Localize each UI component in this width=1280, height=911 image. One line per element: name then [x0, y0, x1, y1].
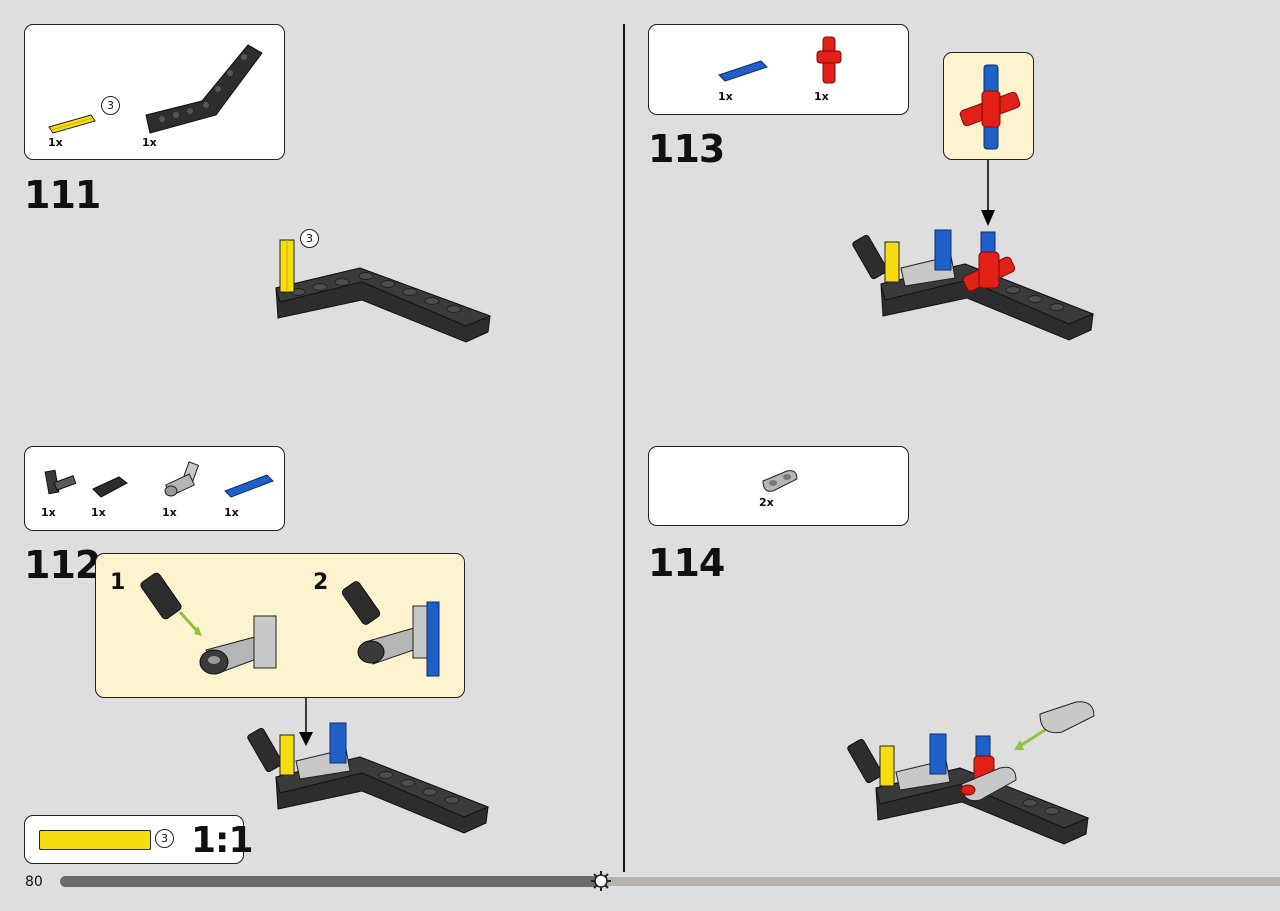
gear-icon [591, 871, 611, 891]
step-number: 111 [24, 173, 101, 217]
substep-2-illustration [341, 581, 440, 677]
progress-bar-remaining [600, 877, 1280, 886]
substep-label: 2 [313, 570, 329, 595]
step-112-subassembly-callout: 1 2 [95, 553, 465, 698]
page-divider [623, 24, 625, 872]
yellow-axle-actual-size [39, 830, 151, 850]
part-qty: 2x [759, 496, 774, 509]
black-pin-connector-icon [92, 476, 128, 498]
step-111-parts-box: 3 1x 1x [24, 24, 285, 160]
yellow-axle-icon [48, 114, 96, 134]
blue-pin-icon [718, 60, 768, 82]
axle-length-badge: 3 [300, 229, 319, 248]
part-qty: 1x [718, 90, 733, 103]
axle-length-badge: 3 [101, 96, 120, 115]
substep-label: 1 [110, 570, 126, 595]
step-112-arrow [299, 698, 313, 746]
black-bent-beam-icon [145, 44, 263, 134]
step-114-model [847, 701, 1095, 845]
part-qty: 1x [162, 506, 177, 519]
red-blue-subassembly [959, 64, 1021, 150]
dark-axle-connector-icon [44, 469, 77, 495]
step-112-model [247, 722, 490, 834]
step-114-parts-box: 2x [648, 446, 909, 526]
step-112-parts-box: 1x 1x 1x 1x [24, 446, 285, 531]
grey-angle-connector-icon [164, 461, 200, 497]
part-qty: 1x [41, 506, 56, 519]
substep-1-illustration [140, 572, 277, 675]
axle-length-badge: 3 [155, 829, 174, 848]
page-number: 80 [25, 874, 43, 890]
step-113-parts-box: 1x 1x [648, 24, 909, 115]
step-number: 113 [648, 127, 725, 171]
part-qty: 1x [48, 136, 63, 149]
scale-ratio: 1:1 [191, 820, 253, 861]
progress-bar-complete [60, 876, 600, 887]
red-cross-connector-icon [816, 36, 842, 84]
step-number: 112 [24, 543, 101, 587]
step-113-arrow [981, 160, 995, 226]
step-113-subassembly-callout [943, 52, 1034, 160]
grey-beam-2-icon [762, 470, 798, 492]
step-number: 114 [648, 541, 725, 585]
part-qty: 1x [142, 136, 157, 149]
blue-pin-icon [224, 474, 274, 498]
step-113-model [852, 229, 1095, 341]
part-qty: 1x [91, 506, 106, 519]
step-111-model [275, 239, 492, 343]
part-qty: 1x [814, 90, 829, 103]
part-qty: 1x [224, 506, 239, 519]
scale-ruler-box: 3 1:1 [24, 815, 253, 864]
